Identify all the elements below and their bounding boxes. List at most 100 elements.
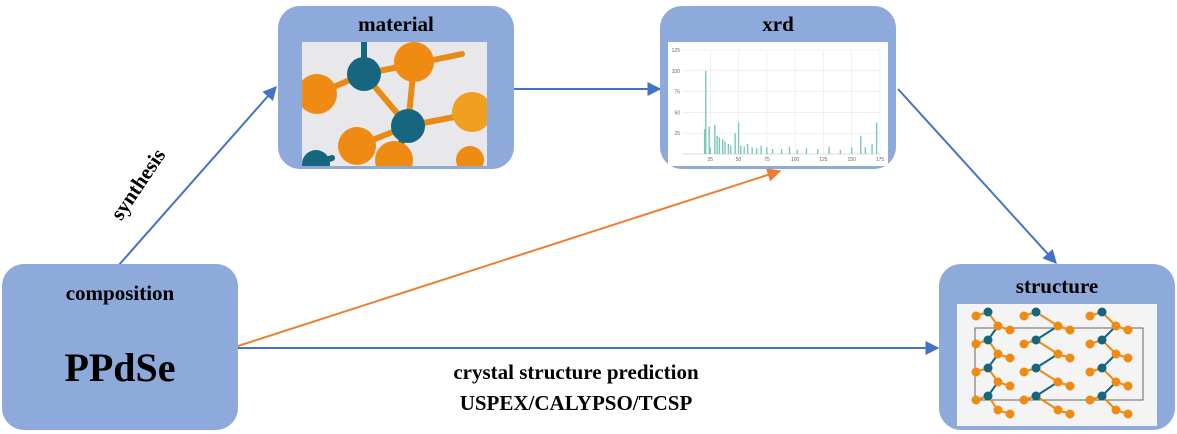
xrd-bar: [714, 124, 716, 154]
composition-formula: PPdSe: [64, 345, 176, 390]
atom-orange: [302, 74, 337, 114]
arrow-composition-to-xrd: [237, 168, 782, 347]
atom-orange: [1019, 367, 1029, 377]
xrd-xtick-label: 25: [708, 157, 714, 163]
xrd-bar: [705, 70, 707, 154]
atom-orange: [1123, 353, 1133, 363]
atom-orange: [971, 395, 981, 405]
atom-orange: [971, 311, 981, 321]
atom-orange: [993, 377, 1003, 387]
xrd-title: xrd: [762, 12, 794, 36]
arrow-composition-to-material: [117, 85, 277, 267]
atom-teal: [1031, 363, 1041, 373]
atom-orange: [1053, 349, 1063, 359]
material-title: material: [358, 12, 434, 36]
atom-orange: [1053, 405, 1063, 415]
atom-teal: [983, 307, 993, 317]
atom-orange: [1005, 325, 1015, 335]
xrd-xtick-label: 100: [791, 157, 800, 163]
unit-cell-outline: [974, 327, 1144, 401]
atom-teal: [1031, 391, 1041, 401]
atom-teal: [1097, 307, 1107, 317]
atom-orange: [1053, 377, 1063, 387]
composition-node: composition PPdSe: [2, 264, 238, 430]
xrd-bar: [864, 147, 866, 154]
atom-orange: [971, 367, 981, 377]
xrd-xtick-label: 50: [736, 157, 742, 163]
atom-orange: [1085, 367, 1095, 377]
crystal-lattice-illustration: [302, 42, 487, 166]
atom-orange: [971, 339, 981, 349]
atom-orange: [1065, 353, 1075, 363]
xrd-bar: [755, 148, 758, 154]
xrd-bar: [716, 135, 718, 154]
atom-teal: [391, 109, 425, 143]
xrd-xtick-label: 125: [819, 157, 828, 163]
atom-teal: [1031, 335, 1041, 345]
atom-orange: [1053, 321, 1063, 331]
xrd-bar: [718, 137, 721, 154]
atom-orange: [1019, 395, 1029, 405]
material-node: material: [278, 6, 514, 169]
structure-image: [957, 304, 1157, 426]
xrd-bar: [727, 144, 730, 154]
atom-teal: [983, 391, 993, 401]
xrd-xtick-label: 75: [764, 157, 770, 163]
atom-orange: [993, 321, 1003, 331]
atom-orange: [1005, 381, 1015, 391]
xrd-ytick-label: 50: [674, 110, 680, 116]
xrd-bar: [740, 145, 742, 154]
xrd-bar: [729, 145, 732, 154]
xrd-bar: [828, 146, 830, 154]
atom-orange: [338, 127, 376, 165]
xrd-bar: [709, 147, 711, 154]
atom-orange: [1005, 409, 1015, 419]
csp-label-line1: crystal structure prediction: [453, 360, 699, 384]
atom-orange: [1005, 353, 1015, 363]
xrd-bar: [751, 147, 753, 154]
atom-orange: [452, 92, 487, 132]
xrd-bar: [766, 147, 768, 154]
xrd-bar: [805, 148, 808, 154]
atom-orange: [1123, 409, 1133, 419]
arrow-xrd-to-structure: [897, 88, 1057, 265]
xrd-bar: [860, 135, 862, 154]
composition-title: composition: [65, 281, 175, 305]
atom-orange: [1123, 381, 1133, 391]
xrd-bar: [722, 139, 724, 154]
xrd-xtick-label: 175: [876, 157, 885, 163]
atom-orange: [1111, 405, 1121, 415]
xrd-bar: [817, 149, 819, 154]
atom-orange: [456, 146, 484, 166]
atom-orange: [993, 349, 1003, 359]
atom-orange: [1111, 349, 1121, 359]
xrd-xtick-label: 150: [848, 157, 857, 163]
crystal-structure-illustration: [971, 307, 1144, 419]
xrd-ytick-label: 100: [672, 69, 681, 75]
atom-orange: [394, 42, 434, 82]
atom-orange: [1065, 381, 1075, 391]
atom-teal: [1097, 391, 1107, 401]
atom-teal: [1097, 363, 1107, 373]
xrd-ytick-label: 125: [672, 48, 681, 54]
atom-teal: [983, 363, 993, 373]
xrd-bar: [875, 122, 878, 154]
xrd-bar: [737, 122, 740, 154]
xrd-bar: [788, 146, 791, 154]
atom-orange: [375, 141, 413, 166]
atom-teal: [302, 150, 330, 166]
atom-orange: [1065, 409, 1075, 419]
xrd-bar: [839, 149, 842, 154]
atom-orange: [1065, 325, 1075, 335]
atom-orange: [1019, 311, 1029, 321]
xrd-bar: [771, 149, 774, 154]
atom-orange: [1085, 395, 1095, 405]
atom-orange: [1111, 377, 1121, 387]
structure-node: structure: [939, 264, 1175, 430]
xrd-bar: [743, 146, 745, 154]
xrd-bar: [724, 141, 726, 154]
structure-title: structure: [1015, 274, 1099, 298]
